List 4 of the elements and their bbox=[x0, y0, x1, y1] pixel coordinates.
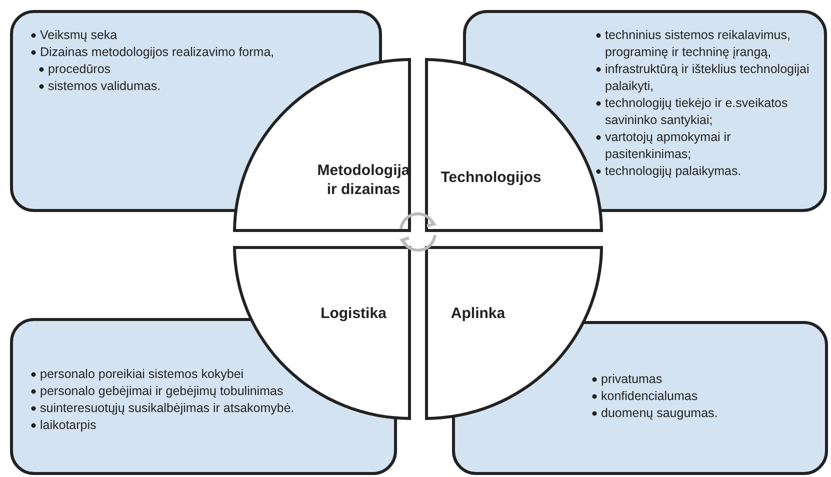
segment-title: Logistika bbox=[320, 304, 388, 323]
segment-title: Aplinka bbox=[450, 304, 506, 323]
segment-title: Metodologija ir dizainas bbox=[316, 161, 411, 199]
segment-title: Technologijos bbox=[440, 168, 542, 187]
